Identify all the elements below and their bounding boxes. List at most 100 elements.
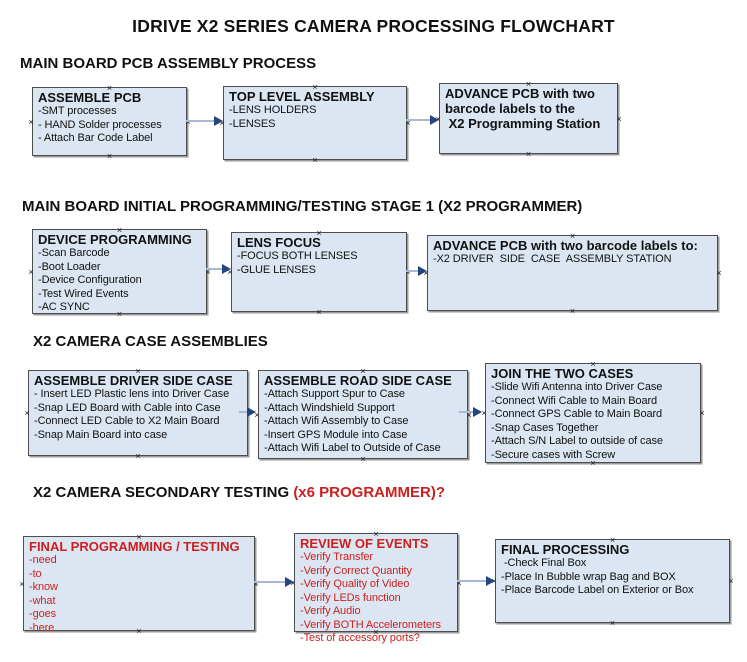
selection-handle-icon[interactable]: ×: [136, 626, 142, 636]
connector-arrow[interactable]: [254, 577, 294, 587]
selection-handle-icon[interactable]: ×: [569, 306, 576, 316]
selection-handle-icon[interactable]: ×: [716, 268, 722, 278]
box-item: -AC SYNC: [38, 301, 90, 313]
box-item: -Attach Windshield Support: [264, 401, 395, 414]
selection-handle-icon[interactable]: ×: [316, 228, 322, 238]
box-assemble-road-side-case[interactable]: × × × × ASSEMBLE ROAD SIDE CASE -Attach …: [254, 366, 471, 464]
box-item: -Connect Wifi Cable to Main Board: [491, 394, 658, 407]
selection-handle-icon[interactable]: ×: [106, 151, 113, 161]
section-header-case-assemblies: X2 CAMERA CASE ASSEMBLIES: [33, 333, 268, 350]
selection-handle-icon[interactable]: ×: [590, 458, 596, 468]
connector-arrow[interactable]: [186, 116, 223, 126]
box-title: ADVANCE PCB with two barcode labels to:: [433, 238, 698, 253]
selection-handle-icon[interactable]: ×: [205, 266, 211, 277]
selection-handle-icon[interactable]: ×: [481, 408, 487, 418]
box-device-programming[interactable]: × × × × DEVICE PROGRAMMING -Scan Barcode…: [28, 225, 210, 319]
selection-handle-icon[interactable]: ×: [405, 118, 411, 128]
selection-handle-icon[interactable]: ×: [24, 408, 30, 418]
box-top-level-assembly[interactable]: × × × × TOP LEVEL ASSEMBLY -LENS HOLDERS…: [219, 82, 410, 165]
box-advance-pcb-to-assembly-station[interactable]: × × × × ADVANCE PCB with two barcode lab…: [423, 231, 721, 316]
selection-handle-icon[interactable]: ×: [525, 79, 532, 89]
selection-handle-icon[interactable]: ×: [609, 535, 616, 545]
selection-handle-icon[interactable]: ×: [616, 113, 622, 124]
selection-handle-icon[interactable]: ×: [360, 366, 366, 376]
box-item: - Insert LED Plastic lens into Driver Ca…: [34, 388, 230, 400]
box-item: -GLUE LENSES: [237, 263, 316, 276]
box-item: -Check Final Box: [501, 557, 587, 569]
connector-arrow[interactable]: [206, 264, 231, 274]
box-title: DEVICE PROGRAMMING: [38, 232, 192, 247]
box-title: ADVANCE PCB with two barcode labels to t…: [445, 86, 601, 131]
selection-handle-icon[interactable]: ×: [590, 359, 596, 369]
box-join-the-two-cases[interactable]: × × × × JOIN THE TWO CASES -Slide Wifi A…: [481, 359, 704, 468]
selection-handle-icon[interactable]: ×: [19, 578, 25, 589]
box-title: JOIN THE TWO CASES: [491, 366, 634, 381]
box-final-programming-testing[interactable]: × × × × FINAL PROGRAMMING / TESTING -nee…: [19, 532, 258, 636]
connector-arrow[interactable]: [239, 407, 256, 417]
selection-handle-icon[interactable]: ×: [312, 82, 318, 92]
selection-handle-icon[interactable]: ×: [699, 408, 705, 418]
box-item: -Slide Wifi Antenna into Driver Case: [491, 381, 663, 393]
box-title: ASSEMBLE PCB: [38, 90, 142, 105]
section-header-pcb-assembly: MAIN BOARD PCB ASSEMBLY PROCESS: [20, 55, 317, 72]
selection-handle-icon[interactable]: ×: [28, 266, 34, 277]
selection-handle-icon[interactable]: ×: [28, 116, 34, 127]
box-advance-pcb-to-programming-station[interactable]: × × × × ADVANCE PCB with two barcode lab…: [435, 79, 621, 159]
box-item: -what: [29, 594, 56, 607]
box-item: -Attach Wifi Label to Outside of Case: [264, 442, 441, 454]
selection-handle-icon[interactable]: ×: [373, 627, 379, 637]
box-item: -Snap Cases Together: [491, 421, 599, 434]
box-item: -Connect LED Cable to X2 Main Board: [34, 415, 220, 427]
connector-arrow[interactable]: [406, 266, 427, 276]
box-item: - Attach Bar Code Label: [38, 132, 153, 144]
selection-handle-icon[interactable]: ×: [466, 409, 472, 420]
box-review-of-events[interactable]: × × × × REVIEW OF EVENTS -Verify Transfe…: [290, 529, 461, 645]
selection-handle-icon[interactable]: ×: [253, 578, 259, 589]
selection-handle-icon[interactable]: ×: [360, 454, 366, 464]
selection-handle-icon[interactable]: ×: [135, 366, 141, 376]
section-header-red-part: (x6 PROGRAMMER)?: [293, 484, 445, 501]
selection-handle-icon[interactable]: ×: [135, 451, 141, 461]
box-item: -LENS HOLDERS: [229, 104, 317, 116]
box-item: -Verify Quality of Video: [300, 578, 410, 590]
section-header-initial-programming: MAIN BOARD INITIAL PROGRAMMING/TESTING S…: [22, 198, 583, 215]
selection-handle-icon[interactable]: ×: [525, 149, 532, 159]
selection-handle-icon[interactable]: ×: [116, 225, 123, 235]
box-assemble-driver-side-case[interactable]: × × × × ASSEMBLE DRIVER SIDE CASE - Inse…: [24, 366, 251, 461]
page-title: IDRIVE X2 SERIES CAMERA PROCESSING FLOWC…: [132, 16, 615, 36]
selection-handle-icon[interactable]: ×: [609, 618, 616, 628]
box-item: -Verify Transfer: [300, 551, 373, 563]
box-item: -Test Wired Events: [38, 287, 129, 300]
box-title: REVIEW OF EVENTS: [300, 536, 429, 551]
box-item: -Place In Bubble wrap Bag and BOX: [501, 570, 676, 583]
selection-handle-icon[interactable]: ×: [116, 309, 123, 319]
selection-handle-icon[interactable]: ×: [728, 576, 734, 586]
box-item: -Boot Loader: [38, 260, 101, 273]
selection-handle-icon[interactable]: ×: [405, 267, 411, 277]
box-item: -Verify BOTH Accelerometers: [300, 618, 441, 631]
selection-handle-icon[interactable]: ×: [254, 409, 260, 420]
selection-handle-icon[interactable]: ×: [106, 83, 113, 93]
box-item: -LENSES: [229, 117, 276, 130]
connector-arrow[interactable]: [457, 576, 495, 586]
box-item: -Attach Support Spur to Case: [264, 388, 405, 400]
selection-handle-icon[interactable]: ×: [373, 529, 379, 539]
connector-arrow[interactable]: [459, 407, 482, 417]
box-item: -Connect GPS Cable to Main Board: [491, 408, 663, 420]
box-lens-focus[interactable]: × × × × LENS FOCUS -FOCUS BOTH LENSES -G…: [227, 228, 410, 317]
box-item: -Snap LED Board with Cable into Case: [34, 401, 221, 414]
selection-handle-icon[interactable]: ×: [136, 532, 142, 542]
box-assemble-pcb[interactable]: × × × × ASSEMBLE PCB -SMT processes - HA…: [28, 83, 190, 161]
box-title: ASSEMBLE ROAD SIDE CASE: [264, 373, 452, 388]
selection-handle-icon[interactable]: ×: [312, 155, 318, 165]
selection-handle-icon[interactable]: ×: [456, 577, 462, 588]
box-item: -Verify LEDs function: [300, 591, 401, 604]
box-final-processing[interactable]: × × × × FINAL PROCESSING -Check Final Bo…: [491, 535, 733, 628]
box-item: -FOCUS BOTH LENSES: [237, 250, 358, 262]
box-item: -goes: [29, 608, 57, 620]
selection-handle-icon[interactable]: ×: [569, 231, 576, 241]
box-item: -Secure cases with Screw: [491, 448, 616, 461]
selection-handle-icon[interactable]: ×: [316, 307, 322, 317]
connector-arrow[interactable]: [406, 115, 439, 125]
